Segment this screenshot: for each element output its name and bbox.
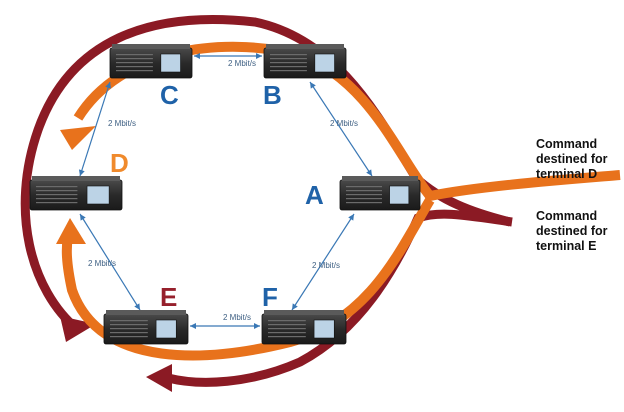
device-top: [112, 44, 190, 49]
link-arrowhead: [292, 303, 298, 310]
terminal-label-e: E: [160, 282, 177, 312]
terminal-device-c: [110, 44, 192, 78]
device-vent: [36, 190, 77, 191]
link-speed-label: 2 Mbit/s: [108, 119, 136, 128]
link-c-b: 2 Mbit/s: [194, 53, 262, 68]
link-speed-label: 2 Mbit/s: [330, 119, 358, 128]
device-vent: [268, 328, 306, 329]
link-arrowhead: [310, 82, 316, 89]
device-vent: [270, 54, 307, 55]
device-vent: [36, 198, 77, 199]
command-d-label: Command destined for terminal D: [536, 137, 608, 182]
link-arrowhead: [256, 53, 262, 59]
link-arrowhead: [348, 214, 354, 221]
link-d-e: 2 Mbit/s: [80, 214, 140, 310]
device-vent: [268, 332, 306, 333]
device-screen: [315, 54, 335, 72]
terminal-label-b: B: [263, 80, 282, 110]
device-vent: [346, 186, 382, 187]
device-vent: [270, 66, 307, 67]
terminal-label-a: A: [305, 180, 324, 210]
terminal-device-b: [264, 44, 346, 78]
device-vent: [116, 70, 153, 71]
device-screen: [314, 320, 334, 338]
device-vent: [268, 320, 306, 321]
device-screen: [87, 186, 109, 204]
device-vent: [346, 194, 382, 195]
command-d-line-3: terminal D: [536, 167, 608, 182]
link-arrowhead: [190, 323, 196, 329]
command-d-line-1: Command: [536, 137, 608, 152]
command-e-arrowhead-lower: [146, 364, 172, 392]
device-vent: [346, 190, 382, 191]
device-top: [266, 44, 344, 49]
links: 2 Mbit/s 2 Mbit/s 2 Mbit/s 2 Mbit/s 2 Mbit/s…: [79, 53, 372, 329]
command-e-line-3: terminal E: [536, 239, 608, 254]
device-vent: [270, 70, 307, 71]
device-top: [342, 176, 418, 181]
link-speed-label: 2 Mbit/s: [228, 59, 256, 68]
command-e-line-1: Command: [536, 209, 608, 224]
device-vent: [270, 62, 307, 63]
command-d-arrowhead-upper: [60, 126, 96, 150]
command-e-label: Command destined for terminal E: [536, 209, 608, 254]
link-e-f: 2 Mbit/s: [190, 313, 260, 329]
link-speed-label: 2 Mbit/s: [88, 259, 116, 268]
link-speed-label: 2 Mbit/s: [312, 261, 340, 270]
device-vent: [268, 336, 306, 337]
command-e-line-2: destined for: [536, 224, 608, 239]
terminal-device-a: [340, 176, 420, 210]
device-vent: [110, 328, 148, 329]
terminal-label-c: C: [160, 80, 179, 110]
device-vent: [110, 332, 148, 333]
device-vent: [110, 320, 148, 321]
command-d-arrowhead-lower: [56, 218, 86, 244]
terminal-label-f: F: [262, 282, 278, 312]
device-vent: [116, 66, 153, 67]
terminal-letters: A B C D E F: [110, 80, 324, 312]
device-vent: [110, 336, 148, 337]
terminal-device-f: [262, 310, 346, 344]
device-vent: [36, 194, 77, 195]
link-arrowhead: [254, 323, 260, 329]
link-f-a: 2 Mbit/s: [292, 214, 354, 310]
device-vent: [36, 186, 77, 187]
device-vent: [36, 202, 77, 203]
device-vent: [346, 202, 382, 203]
command-d-line-2: destined for: [536, 152, 608, 167]
device-vent: [116, 62, 153, 63]
terminal-label-d: D: [110, 148, 129, 178]
device-vent: [268, 324, 306, 325]
terminal-device-e: [104, 310, 188, 344]
device-vent: [116, 58, 153, 59]
terminal-device-d: [30, 176, 122, 210]
link-arrowhead: [366, 169, 372, 176]
device-vent: [116, 54, 153, 55]
device-vent: [346, 198, 382, 199]
device-screen: [161, 54, 181, 72]
device-vent: [270, 58, 307, 59]
device-screen: [156, 320, 176, 338]
device-vent: [110, 324, 148, 325]
device-top: [32, 176, 120, 181]
link-speed-label: 2 Mbit/s: [223, 313, 251, 322]
device-screen: [390, 186, 409, 204]
